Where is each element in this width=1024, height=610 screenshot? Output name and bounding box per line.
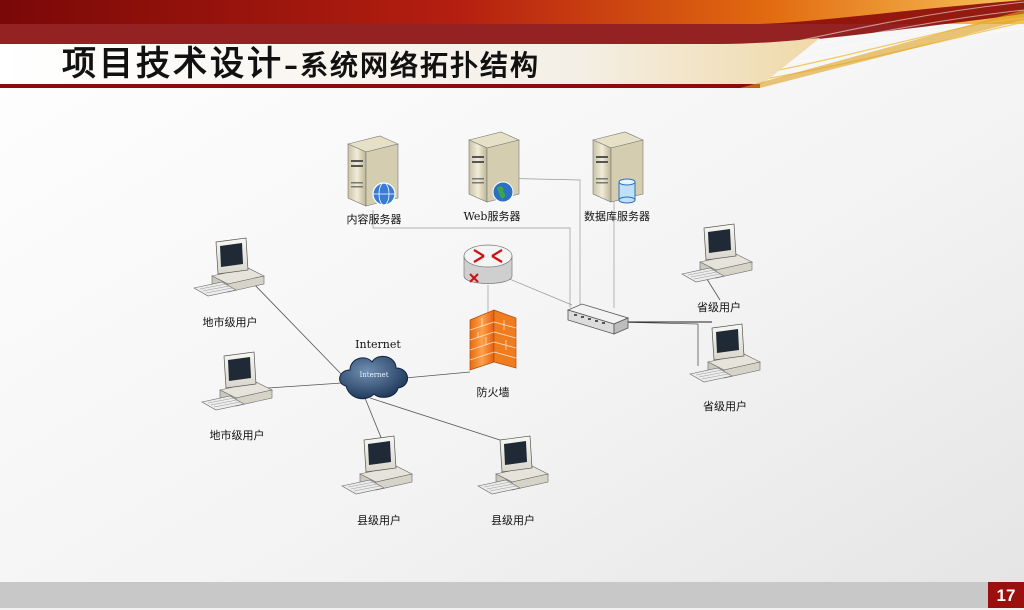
- internet-label: Internet: [355, 338, 401, 351]
- page-title: 项目技术设计–系统网络拓扑结构: [62, 36, 540, 85]
- database-server-icon: [592, 131, 644, 204]
- web-server-icon: [468, 131, 520, 203]
- switch-icon: [566, 303, 630, 335]
- database-server-label: 数据库服务器: [584, 210, 650, 223]
- content-server-label: 内容服务器: [346, 213, 402, 226]
- page-number: 17: [988, 582, 1024, 608]
- page-title-sub: –系统网络拓扑结构: [284, 49, 541, 82]
- internet-cloud-icon: [339, 355, 408, 400]
- workstation-icon: [689, 323, 761, 383]
- user-city-2-label: 地市级用户: [209, 429, 265, 442]
- router-icon: [463, 244, 513, 284]
- user-city-1-label: 地市级用户: [202, 316, 258, 329]
- internet-cloud-inner-label: Internet: [359, 371, 389, 379]
- user-county-1-label: 县级用户: [357, 514, 401, 527]
- workstation-icon: [201, 351, 273, 411]
- user-province-2-label: 省级用户: [703, 400, 747, 413]
- footer-bar: [0, 582, 1024, 608]
- firewall-label: 防火墙: [476, 386, 510, 399]
- page-title-main: 项目技术设计: [62, 44, 284, 84]
- workstation-icon: [193, 237, 265, 297]
- web-server-label: Web服务器: [463, 210, 521, 223]
- firewall-icon: [469, 309, 517, 371]
- workstation-icon: [477, 435, 549, 495]
- workstation-icon: [681, 223, 753, 283]
- user-county-2-label: 县级用户: [491, 514, 535, 527]
- workstation-icon: [341, 435, 413, 495]
- user-province-1-label: 省级用户: [697, 301, 741, 314]
- content-server-icon: [347, 135, 399, 207]
